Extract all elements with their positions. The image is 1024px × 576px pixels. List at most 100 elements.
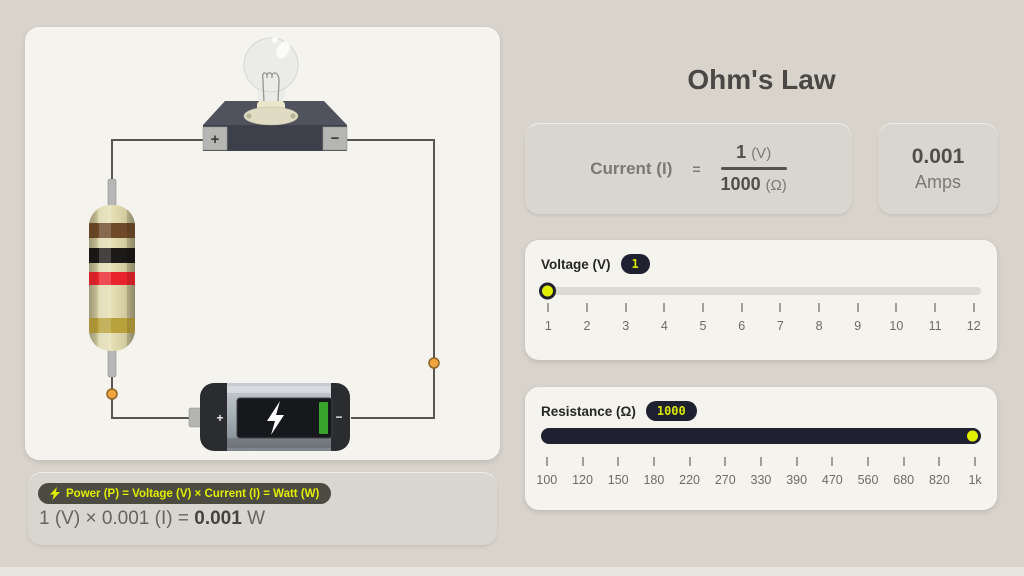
resistance-tick: 390: [779, 457, 815, 487]
circuit-wires: [111, 139, 435, 419]
battery-plus-sign: +: [216, 411, 223, 425]
resistor-band-black: [89, 248, 135, 263]
tick-label: 12: [966, 319, 981, 333]
voltage-value-badge: 1: [620, 254, 650, 274]
resistance-tick: 560: [850, 457, 886, 487]
resistance-tick: 820: [922, 457, 958, 487]
tick-mark: [867, 457, 870, 466]
current-result-value: 0.001: [911, 144, 965, 168]
voltage-tick: 3: [606, 303, 645, 333]
bulb-socket: [243, 106, 299, 126]
voltage-header: Voltage (V) 1: [541, 254, 650, 274]
junction-dot-right: [428, 357, 440, 369]
tick-mark: [547, 303, 550, 312]
tick-mark: [934, 303, 937, 312]
tick-mark: [663, 303, 666, 312]
tick-mark: [972, 303, 975, 312]
voltage-tick: 11: [916, 303, 955, 333]
voltage-slider-thumb[interactable]: [539, 282, 556, 300]
tick-mark: [688, 457, 691, 466]
resistance-header: Resistance (Ω) 1000: [541, 401, 697, 421]
tick-label: 9: [854, 319, 862, 333]
resistor-band-brown: [89, 223, 135, 238]
tick-mark: [624, 303, 627, 312]
tick-label: 8: [815, 319, 823, 333]
tick-label: 270: [714, 473, 736, 487]
ohms-law-formula-box: Current (I) = 1 (V) 1000 (Ω): [525, 123, 852, 214]
tick-mark: [652, 457, 655, 466]
tick-label: 220: [679, 473, 701, 487]
voltage-slider-track[interactable]: [539, 282, 981, 300]
tick-mark: [938, 457, 941, 466]
tick-mark: [831, 457, 834, 466]
voltage-tick-scale: 1 2 3 4 5 6 7 8 9 10 11 12: [529, 303, 993, 333]
tick-label: 10: [889, 319, 904, 333]
power-formula-label: Power (P) = Voltage (V) × Current (I) = …: [66, 487, 320, 500]
tick-mark: [818, 303, 821, 312]
fraction-denominator: 1000 (Ω): [721, 174, 787, 195]
tick-label: 7: [776, 319, 784, 333]
tick-label: 3: [622, 319, 630, 333]
tick-label: 330: [750, 473, 772, 487]
circuit-diagram: + −: [89, 37, 440, 451]
tick-label: 180: [643, 473, 665, 487]
tick-mark: [902, 457, 905, 466]
tick-label: 820: [928, 473, 950, 487]
battery-charge-indicator: [319, 402, 328, 434]
battery-bolt-icon: [267, 401, 284, 435]
resistance-tick: 150: [600, 457, 636, 487]
resistance-value: 1000: [720, 174, 761, 194]
bulb-platform: + −: [202, 101, 348, 151]
tick-label: 680: [893, 473, 915, 487]
tick-mark: [545, 457, 548, 466]
voltage-tick: 1: [529, 303, 568, 333]
tick-label: 11: [928, 319, 942, 333]
resistance-slider-track[interactable]: [541, 428, 981, 444]
power-equation-unit: W: [241, 508, 266, 529]
power-equation-prefix: 1 (V) × 0.001 (I) =: [39, 508, 195, 529]
voltage-tick: 2: [568, 303, 607, 333]
voltage-tick: 4: [645, 303, 684, 333]
resistance-slider-thumb[interactable]: [967, 430, 978, 442]
voltage-tick: 12: [954, 303, 993, 333]
platform-plus-terminal: [202, 126, 228, 151]
tick-mark: [617, 457, 620, 466]
tick-label: 390: [786, 473, 808, 487]
tick-label: 4: [660, 319, 668, 333]
voltage-unit: (V): [751, 145, 772, 162]
voltage-tick: 9: [838, 303, 877, 333]
tick-mark: [779, 303, 782, 312]
voltage-tick: 8: [800, 303, 839, 333]
power-equation-value: 0.001: [194, 508, 242, 529]
resistance-tick: 1k: [957, 457, 993, 487]
tick-label: 150: [607, 473, 629, 487]
battery-positive-nub: [188, 407, 202, 428]
battery: + −: [188, 383, 350, 451]
current-result-box: 0.001 Amps: [878, 123, 998, 214]
formula-fraction: 1 (V) 1000 (Ω): [720, 142, 787, 195]
tick-mark: [702, 303, 705, 312]
battery-minus-sign: −: [335, 410, 342, 424]
resistance-tick: 120: [565, 457, 601, 487]
tick-mark: [581, 457, 584, 466]
resistor-lead-bottom: [107, 348, 117, 378]
voltage-label: Voltage (V): [541, 256, 611, 272]
voltage-tick: 10: [877, 303, 916, 333]
voltage-tick: 5: [684, 303, 723, 333]
tick-mark: [586, 303, 588, 312]
tick-label: 470: [821, 473, 843, 487]
resistance-tick: 330: [743, 457, 779, 487]
formula-lhs: Current (I): [590, 158, 673, 178]
resistor-lead-top: [107, 178, 117, 208]
resistance-tick: 220: [672, 457, 708, 487]
tick-label: 560: [857, 473, 879, 487]
tick-mark: [759, 457, 762, 466]
resistance-tick: 270: [707, 457, 743, 487]
junction-dot-left: [106, 388, 118, 400]
resistor-band-red: [89, 272, 135, 285]
resistance-tick: 470: [815, 457, 851, 487]
floor-strip: [0, 567, 1024, 576]
circuit-panel: + −: [25, 27, 500, 460]
tick-mark: [740, 303, 743, 312]
